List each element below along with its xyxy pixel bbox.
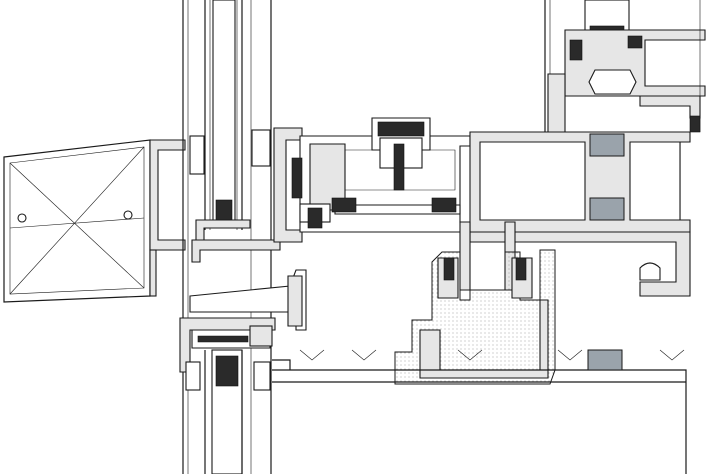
sash-frame-upper bbox=[273, 117, 471, 243]
thermal-break-lower bbox=[589, 197, 625, 221]
vertical-frame-lines bbox=[182, 0, 272, 474]
thermal-break-threshold bbox=[587, 349, 623, 371]
thermal-break-upper bbox=[589, 133, 625, 157]
sill-insulation bbox=[394, 249, 556, 385]
upper-glazing-unit bbox=[189, 0, 281, 263]
upper-right-frame bbox=[544, 0, 706, 133]
fixing-hole-left bbox=[17, 213, 27, 223]
fixing-hole-right bbox=[123, 210, 133, 220]
right-frame-profiles bbox=[459, 131, 691, 297]
insulation-block bbox=[3, 139, 186, 303]
threshold-base bbox=[272, 349, 687, 474]
lower-sill-left bbox=[179, 269, 307, 474]
